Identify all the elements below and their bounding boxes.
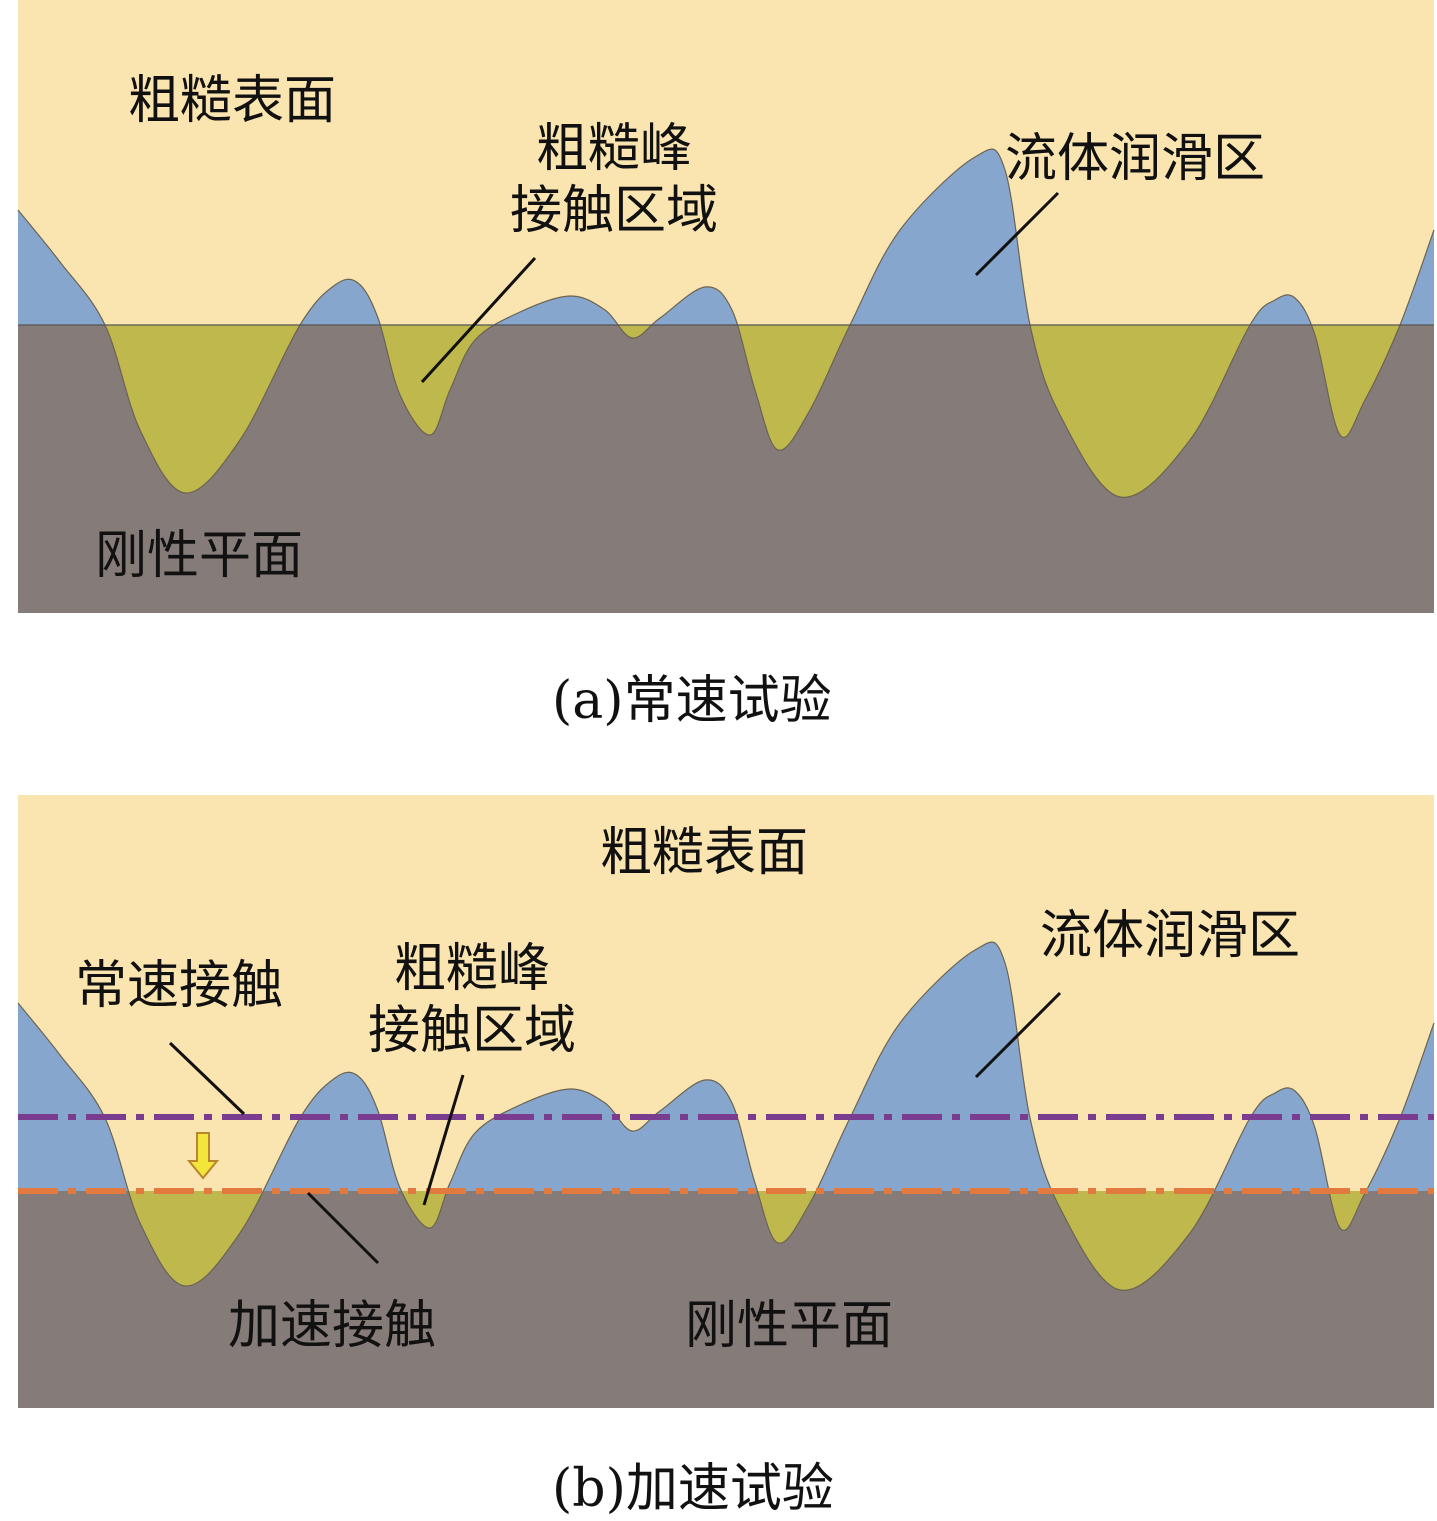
rigid-plane-region [18,1191,1434,1408]
caption-b: (b)加速试验 [552,1459,834,1519]
panel-b-accelerated [17,795,1435,1408]
fluid-lubrication-label-a: 流体润滑区 [1005,129,1266,189]
leader-line-fluid [974,991,1062,1079]
rigid-plane-label-a: 刚性平面 [95,526,304,586]
rough-surface-region [18,0,1434,325]
asperity-label-line1: 粗糙峰 [394,939,551,999]
asperity-label-line2: 接触区域 [368,1001,577,1062]
leader-line-asperity [420,256,537,384]
accelerated-contact-label: 加速接触 [228,1296,437,1356]
fluid-lubrication-region [18,942,1434,1191]
rough-surface-label-a: 粗糙表面 [128,71,337,131]
fluid-lubrication-label-b: 流体润滑区 [1040,906,1301,966]
constant-contact-label: 常速接触 [75,956,284,1016]
fluid-lubrication-region [18,149,1434,325]
leader-line-accelerated [306,1191,380,1265]
rough-surface-label-b: 粗糙表面 [600,823,809,883]
asperity-contact-region [105,325,1400,498]
asperity-contact-label-a: 粗糙峰 接触区域 [510,118,718,243]
asperity-contact-label-b: 粗糙峰 接触区域 [368,938,576,1063]
asperity-contact-region [128,1191,1367,1291]
leader-line-fluid [974,191,1060,277]
down-arrow-icon [186,1132,220,1180]
asperity-label-line2: 接触区域 [510,181,719,242]
caption-a: (a)常速试验 [552,671,832,731]
panel-a-constant-speed [17,0,1435,613]
asperity-label-line1: 粗糙峰 [536,119,693,179]
rigid-plane-label-b: 刚性平面 [685,1296,894,1356]
leader-line-constant [168,1041,246,1116]
leader-line-asperity [422,1074,465,1206]
